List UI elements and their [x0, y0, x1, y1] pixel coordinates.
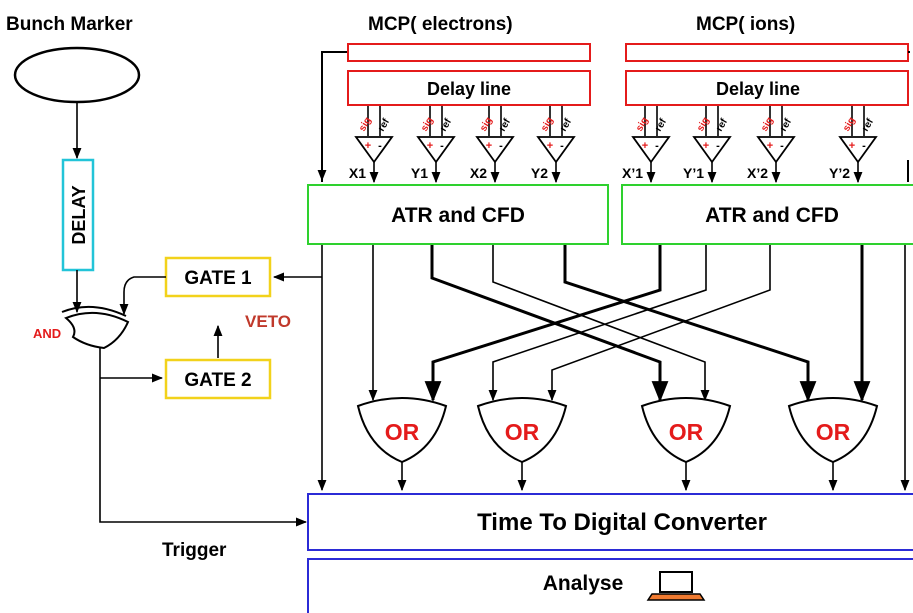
delay-line-electrons-label: Delay line	[427, 79, 511, 99]
sig-label: sig	[419, 115, 436, 133]
tdc-box	[307, 493, 913, 551]
gate1-label: GATE 1	[184, 268, 252, 289]
or-gate-icon: OR	[356, 397, 448, 464]
or-gate-icon: OR	[787, 397, 879, 464]
minus-label: -	[655, 140, 659, 152]
channel-label: Y’2	[829, 165, 850, 181]
plus-label: +	[486, 140, 492, 152]
or-label: OR	[816, 419, 851, 445]
channel-label: Y’1	[683, 165, 704, 181]
laptop-icon	[646, 571, 706, 601]
or-gate-icon: OR	[640, 397, 732, 464]
channel-label: X’1	[622, 165, 643, 181]
plus-label: +	[427, 140, 433, 152]
sig-label: sig	[539, 115, 556, 133]
channel-label: X1	[349, 165, 366, 181]
ref-label: ref	[714, 116, 730, 133]
and-label: AND	[33, 326, 61, 341]
or-gate-group: OR OR OR OR	[356, 397, 879, 464]
delay-line-electrons-box	[347, 70, 591, 106]
bunch-marker-label: Bunch Marker	[6, 14, 133, 35]
atr-cfd-ions-box	[621, 184, 913, 245]
or-label: OR	[669, 419, 704, 445]
mcp-ions-label: MCP( ions)	[696, 14, 795, 35]
bunch-marker-ellipse	[13, 46, 141, 104]
gate2-label: GATE 2	[184, 370, 251, 391]
delay-line-ions-label: Delay line	[716, 79, 800, 99]
delay-box	[61, 158, 95, 272]
atr-cfd-electrons-label: ATR and CFD	[391, 204, 525, 227]
minus-label: -	[780, 140, 784, 152]
ref-label: ref	[438, 116, 454, 133]
ref-label: ref	[653, 116, 669, 133]
or-label: OR	[505, 419, 540, 445]
delay-line-ions-box	[625, 70, 909, 106]
veto-label: VETO	[245, 312, 291, 331]
and-gate-icon	[64, 311, 130, 350]
or-label: OR	[385, 419, 420, 445]
analyse-box	[307, 558, 913, 613]
atr-cfd-electrons-box	[307, 184, 609, 245]
sig-label: sig	[634, 115, 651, 133]
ref-label: ref	[558, 116, 574, 133]
sig-label: sig	[357, 115, 374, 133]
or-gate-icon: OR	[476, 397, 568, 464]
analyse-label: Analyse	[543, 572, 624, 595]
channel-label: Y1	[411, 165, 428, 181]
mcp-electrons-label: MCP( electrons)	[368, 14, 513, 35]
gate1-box	[164, 256, 272, 298]
plus-label: +	[365, 140, 371, 152]
ref-label: ref	[497, 116, 513, 133]
plus-label: +	[767, 140, 773, 152]
atr-cfd-ions-label: ATR and CFD	[705, 204, 839, 227]
plus-label: +	[642, 140, 648, 152]
minus-label: -	[499, 140, 503, 152]
plus-label: +	[703, 140, 709, 152]
channel-label: X’2	[747, 165, 768, 181]
minus-label: -	[862, 140, 866, 152]
tdc-label: Time To Digital Converter	[477, 509, 767, 536]
plus-label: +	[547, 140, 553, 152]
channel-label: Y2	[531, 165, 548, 181]
minus-label: -	[716, 140, 720, 152]
sig-label: sig	[478, 115, 495, 133]
plus-label: +	[849, 140, 855, 152]
mcp-electrons-plate	[347, 43, 591, 62]
minus-label: -	[440, 140, 444, 152]
trigger-label: Trigger	[162, 540, 227, 561]
gate2-box	[164, 358, 272, 400]
sig-label: sig	[695, 115, 712, 133]
minus-label: -	[378, 140, 382, 152]
ref-label: ref	[376, 116, 392, 133]
ref-label: ref	[778, 116, 794, 133]
mcp-ions-plate	[625, 43, 909, 62]
channel-label: X2	[470, 165, 487, 181]
delay-label: DELAY	[69, 185, 89, 244]
sig-label: sig	[841, 115, 858, 133]
minus-label: -	[560, 140, 564, 152]
ref-label: ref	[860, 116, 876, 133]
sig-label: sig	[759, 115, 776, 133]
